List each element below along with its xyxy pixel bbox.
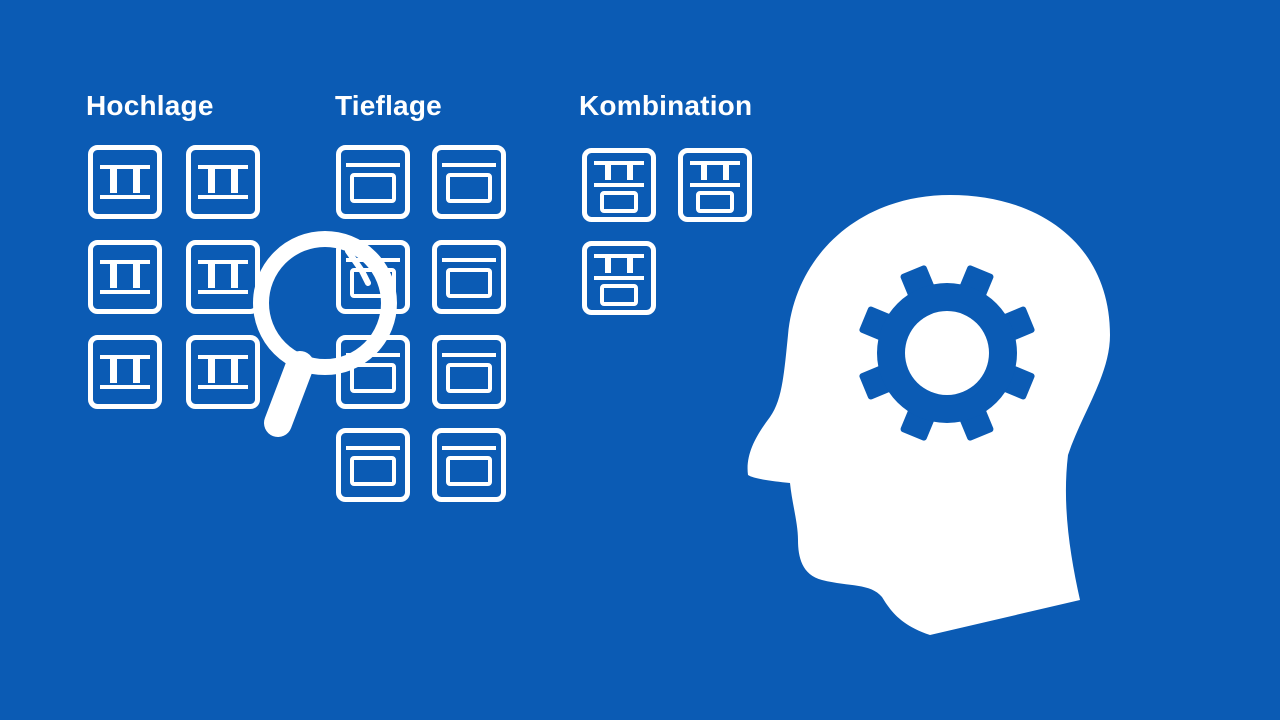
head-with-gear-icon — [747, 195, 1110, 635]
hochlage-storage-icon — [88, 145, 162, 219]
tieflage-storage-icon — [432, 335, 506, 409]
tieflage-storage-icon — [432, 145, 506, 219]
tieflage-storage-icon — [336, 145, 410, 219]
kombination-storage-icon — [582, 241, 656, 315]
section-title-kombination: Kombination — [579, 90, 753, 121]
tieflage-storage-icon — [432, 240, 506, 314]
tieflage-storage-icon — [432, 428, 506, 502]
magnifying-glass-icon — [253, 231, 397, 437]
section-title-hochlage: Hochlage — [86, 90, 214, 121]
section-title-tieflage: Tieflage — [335, 90, 442, 121]
tieflage-storage-icon — [336, 428, 410, 502]
hochlage-storage-icon — [88, 335, 162, 409]
hochlage-storage-icon — [88, 240, 162, 314]
hochlage-storage-icon — [186, 240, 260, 314]
gear-icon — [859, 265, 1035, 441]
hochlage-storage-icon — [186, 335, 260, 409]
hochlage-storage-icon — [186, 145, 260, 219]
kombination-storage-icon — [582, 148, 656, 222]
kombination-storage-icon — [678, 148, 752, 222]
